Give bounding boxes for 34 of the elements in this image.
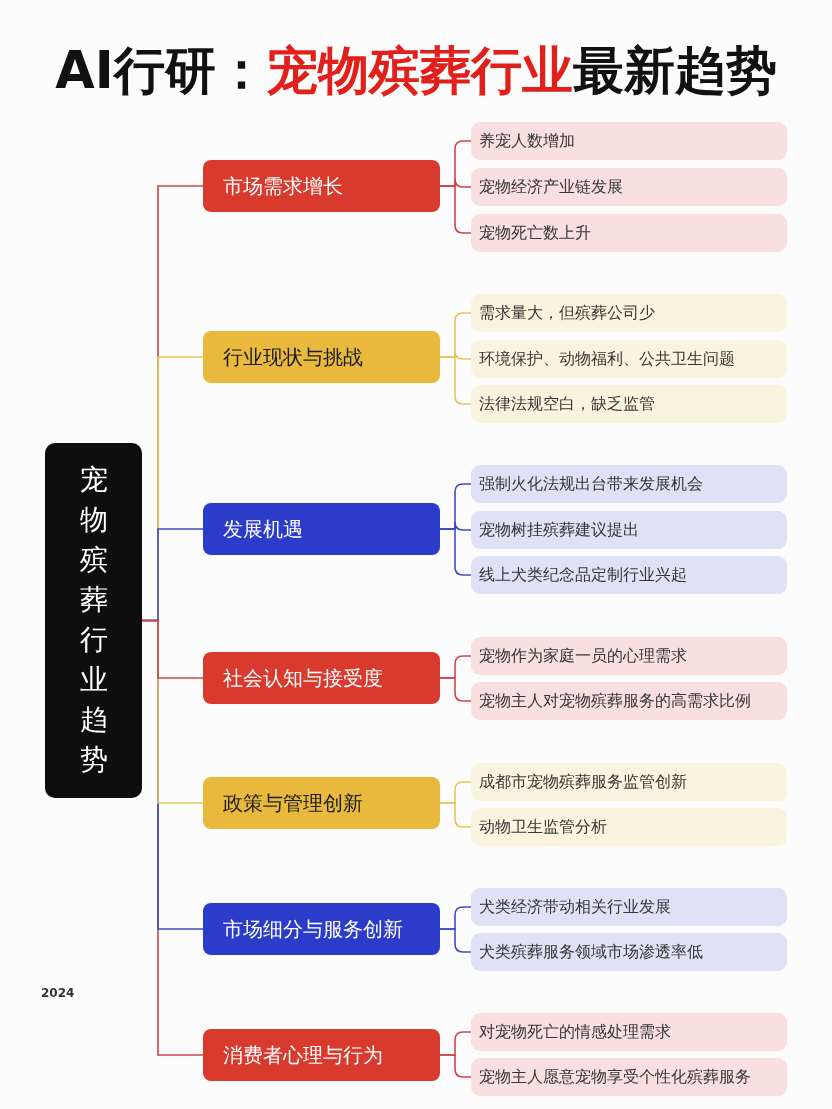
branch-box: 市场需求增长 [203, 160, 440, 212]
item-box: 成都市宠物殡葬服务监管创新 [471, 763, 787, 801]
central-topic-box: 宠物殡葬行业趋势 [45, 443, 142, 798]
connector-line [439, 781, 472, 804]
item-box: 动物卫生监管分析 [471, 808, 787, 846]
branch-box: 发展机遇 [203, 503, 440, 555]
branch-box: 政策与管理创新 [203, 777, 440, 829]
branch-box: 社会认知与接受度 [203, 652, 440, 704]
connector-line [439, 178, 472, 188]
item-box: 宠物主人对宠物殡葬服务的高需求比例 [471, 682, 787, 720]
item-box: 需求量大，但殡葬公司少 [471, 294, 787, 332]
connector-line [439, 906, 472, 930]
item-box: 宠物树挂殡葬建议提出 [471, 511, 787, 549]
item-box: 宠物死亡数上升 [471, 214, 787, 252]
year-text: 2024 [41, 986, 75, 1000]
item-box: 对宠物死亡的情感处理需求 [471, 1013, 787, 1051]
item-box: 环境保护、动物福利、公共卫生问题 [471, 340, 787, 378]
item-box: 宠物作为家庭一员的心理需求 [471, 637, 787, 675]
item-box: 宠物经济产业链发展 [471, 168, 787, 206]
item-box: 犬类殡葬服务领域市场渗透率低 [471, 933, 787, 971]
branch-box: 消费者心理与行为 [203, 1029, 440, 1081]
title: AI行研：宠物殡葬行业最新趋势 [55, 40, 777, 102]
connector-line [141, 619, 204, 679]
item-box: 宠物主人愿意宠物享受个性化殡葬服务 [471, 1058, 787, 1096]
connector-line [439, 655, 472, 679]
item-box: 法律法规空白，缺乏监管 [471, 385, 787, 423]
item-box: 养宠人数增加 [471, 122, 787, 160]
item-box: 犬类经济带动相关行业发展 [471, 888, 787, 926]
branch-box: 行业现状与挑战 [203, 331, 440, 383]
connector-line [439, 521, 472, 531]
connector-line [439, 350, 472, 360]
item-box: 强制火化法规出台带来发展机会 [471, 465, 787, 503]
branch-box: 市场细分与服务创新 [203, 903, 440, 955]
item-box: 线上犬类纪念品定制行业兴起 [471, 556, 787, 594]
